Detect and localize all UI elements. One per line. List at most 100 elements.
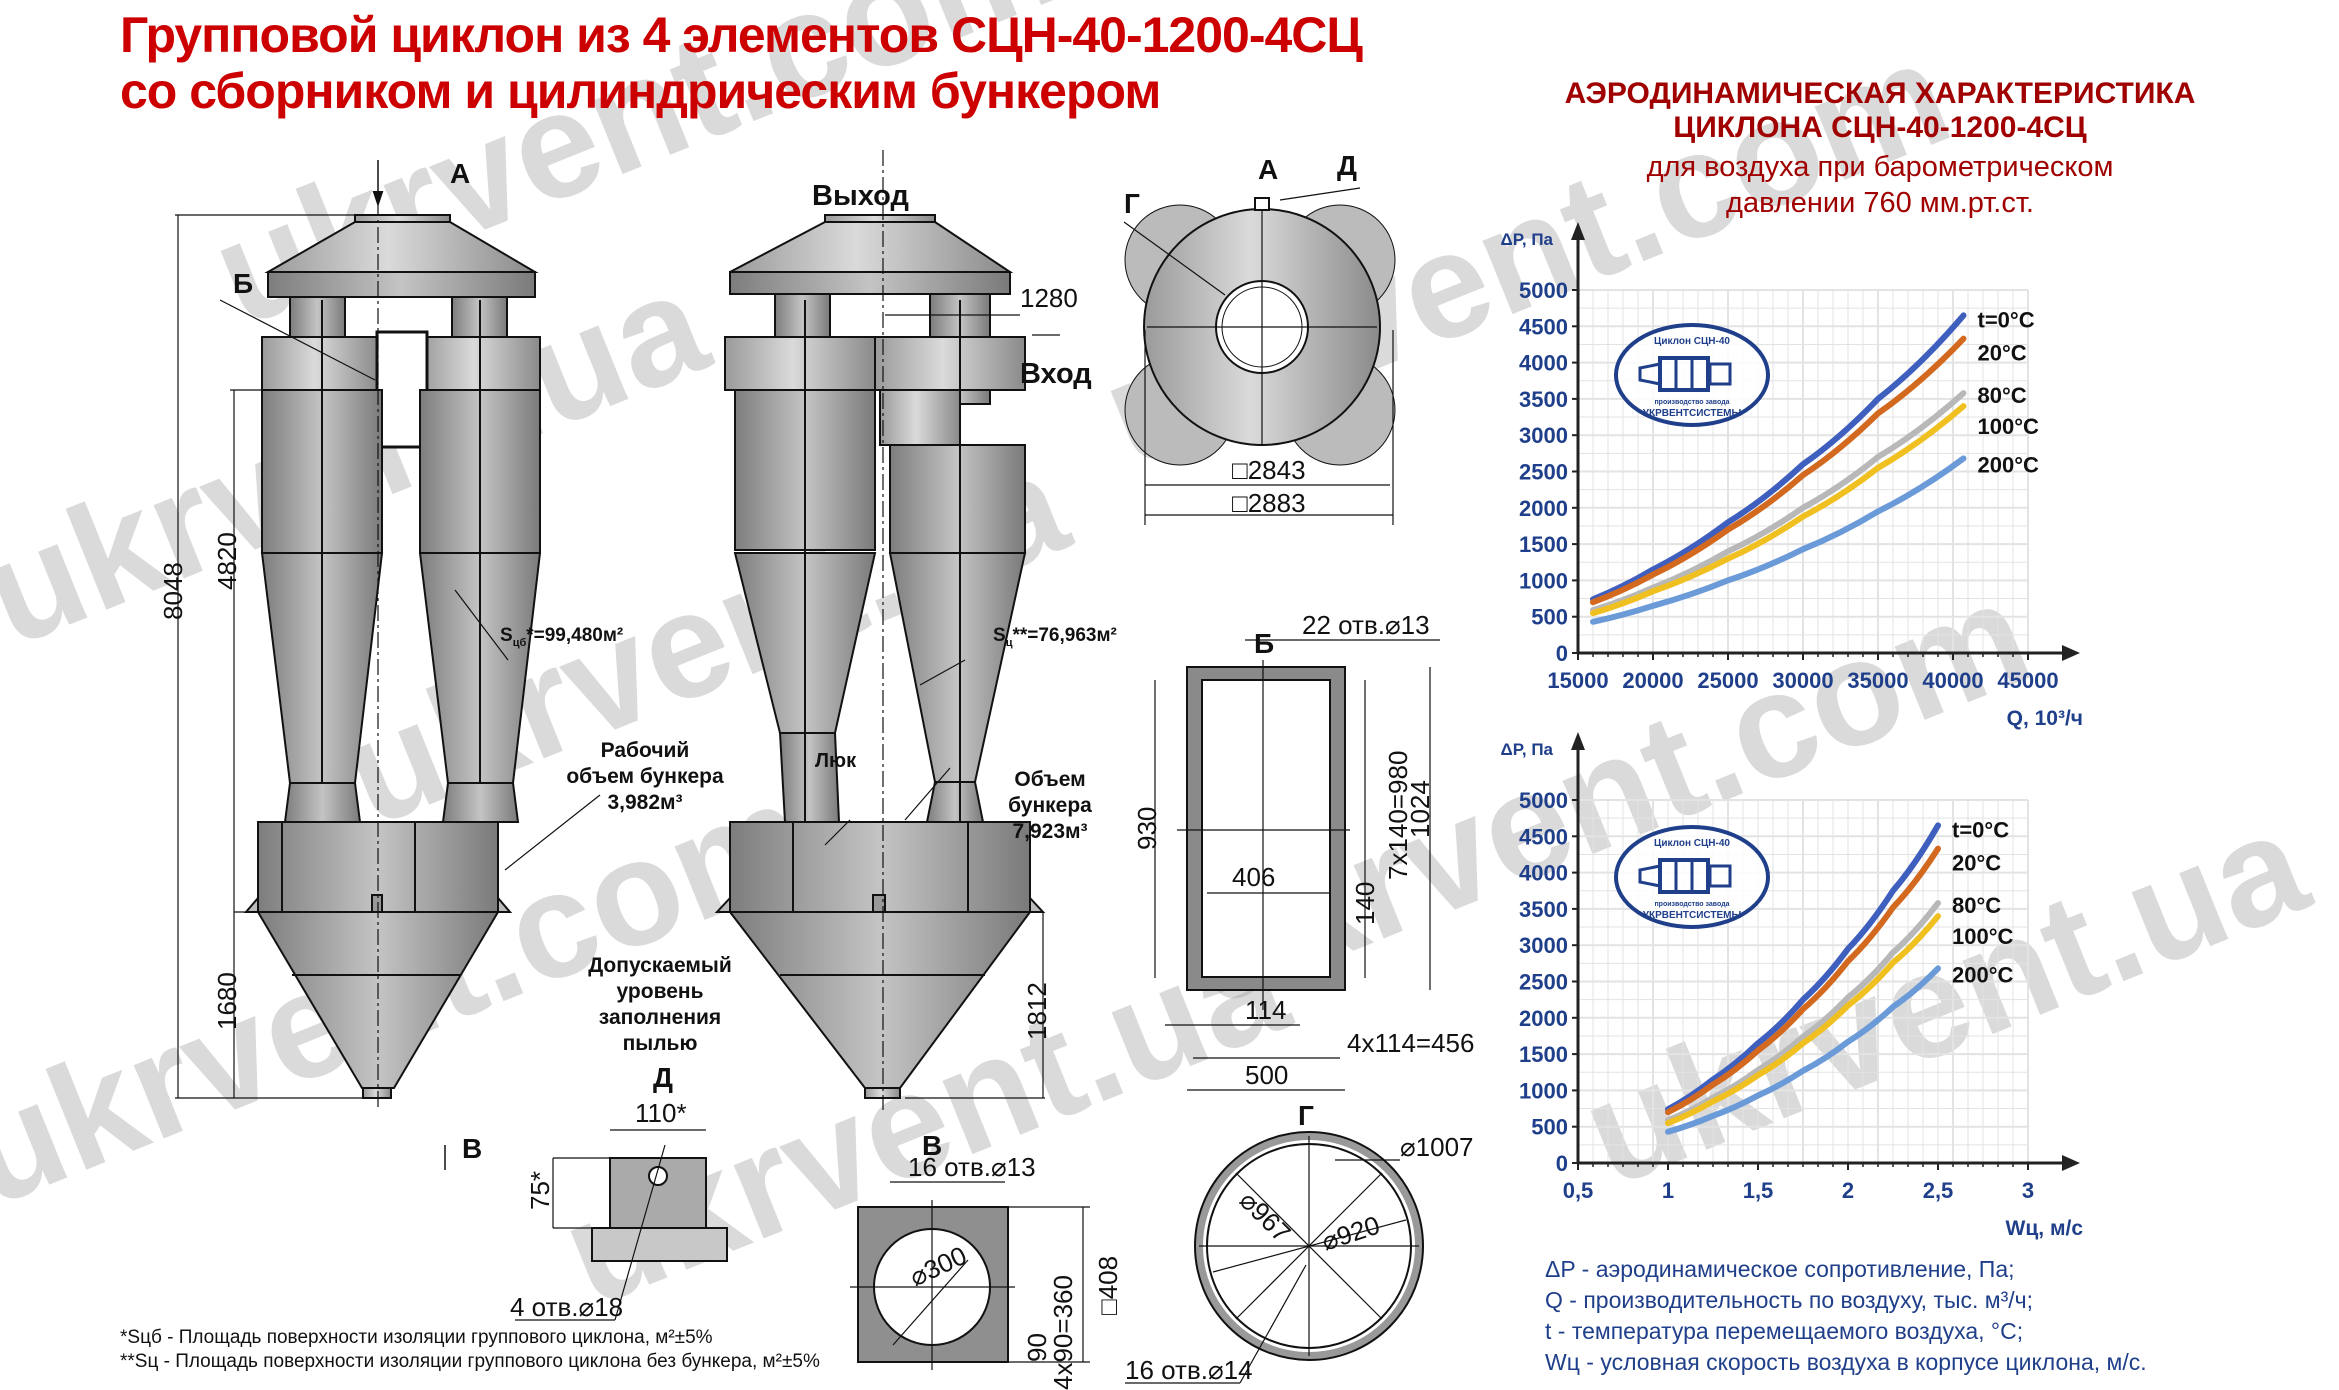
svg-text:1000: 1000 [1519, 568, 1568, 593]
svg-text:500: 500 [1531, 1115, 1568, 1140]
dim-110: 110* [635, 1098, 687, 1128]
svg-text:0: 0 [1556, 1151, 1568, 1176]
svg-text:Wц, м/с: Wц, м/с [2006, 1217, 2084, 1240]
svg-text:3000: 3000 [1519, 423, 1568, 448]
svg-text:4500: 4500 [1519, 824, 1568, 849]
svg-text:2000: 2000 [1519, 496, 1568, 521]
technical-drawing [175, 150, 1440, 1384]
legend-note-dp: ΔP - аэродинамическое сопротивление, Па; [1545, 1256, 2015, 1282]
svg-text:3500: 3500 [1519, 387, 1568, 412]
svg-text:45000: 45000 [1997, 668, 2058, 693]
view-label-v: В [462, 1133, 483, 1164]
svg-text:3500: 3500 [1519, 897, 1568, 922]
top-view-label-d: Д [1337, 150, 1357, 181]
dim-114: 114 [1245, 995, 1287, 1025]
section-v [850, 1181, 1090, 1370]
outlet-label: Выход [812, 180, 909, 212]
logo-stamp: Циклон СЦН-40 производство завода УКРВЕН… [1614, 323, 1770, 427]
svg-text:2: 2 [1842, 1178, 1854, 1203]
work-volume-note: Рабочий объем бункера 3,982м³ [566, 739, 724, 814]
insulation-area-total: Sцб*=99,480м² [500, 625, 624, 649]
section-g-label: Г [1298, 1100, 1314, 1131]
svg-text:20000: 20000 [1622, 668, 1683, 693]
legend-note-w: Wц - условная скорость воздуха в корпусе… [1545, 1349, 2147, 1375]
svg-text:200°C: 200°C [1978, 452, 2040, 477]
svg-text:ΔP, Па: ΔP, Па [1501, 740, 1554, 759]
svg-text:2,5: 2,5 [1923, 1178, 1954, 1203]
top-view [1123, 187, 1396, 525]
section-v-holes: 16 отв.⌀13 [908, 1152, 1036, 1182]
svg-text:4500: 4500 [1519, 314, 1568, 339]
svg-text:25000: 25000 [1697, 668, 1758, 693]
svg-text:Циклон СЦН-40: Циклон СЦН-40 [1654, 838, 1730, 849]
allowed-level-note: Допускаемый уровень заполнения пылью [588, 954, 732, 1055]
section-b-holes: 22 отв.⌀13 [1302, 610, 1430, 640]
svg-text:40000: 40000 [1922, 668, 1983, 693]
dim-1007: ⌀1007 [1400, 1132, 1474, 1162]
dim-2843: □2843 [1232, 455, 1306, 485]
bunker-volume-note: Объем бункера 7,923м³ [1008, 768, 1092, 843]
chart-subtitle-line1: для воздуха при барометрическом [1646, 151, 2114, 183]
chart-title-line2: ЦИКЛОНА СЦН-40-1200-4СЦ [1673, 111, 2087, 144]
chart-title-line1: АЭРОДИНАМИЧЕСКАЯ ХАРАКТЕРИСТИКА [1564, 77, 2196, 110]
dim-body-height: 4820 [212, 532, 242, 590]
section-b-label: Б [1254, 628, 1275, 659]
legend-note-q: Q - производительность по воздуху, тыс. … [1545, 1287, 2034, 1313]
svg-text:4000: 4000 [1519, 861, 1568, 886]
svg-text:2500: 2500 [1519, 460, 1568, 485]
section-d-label: Д [653, 1062, 673, 1093]
svg-text:500: 500 [1531, 605, 1568, 630]
svg-text:35000: 35000 [1847, 668, 1908, 693]
svg-text:1,5: 1,5 [1743, 1178, 1774, 1203]
side-view [714, 150, 1060, 1110]
hatch-label: Люк [815, 750, 857, 772]
chart-subtitle-line2: давлении 760 мм.рт.ст. [1726, 187, 2034, 219]
dim-75: 75* [525, 1170, 555, 1210]
svg-text:ΔP, Па: ΔP, Па [1501, 230, 1554, 249]
section-b [1154, 639, 1440, 1091]
svg-text:УКРВЕНТСИСТЕМЫ: УКРВЕНТСИСТЕМЫ [1643, 408, 1742, 419]
svg-text:5000: 5000 [1519, 788, 1568, 813]
svg-text:100°C: 100°C [1978, 414, 2040, 439]
svg-text:t=0°C: t=0°C [1952, 817, 2009, 842]
page-title-line2: со сборником и цилиндрическим бункером [120, 63, 1161, 119]
svg-text:3000: 3000 [1519, 933, 1568, 958]
dim-500: 500 [1245, 1060, 1289, 1090]
section-d-holes: 4 отв.⌀18 [510, 1292, 624, 1322]
svg-text:t=0°C: t=0°C [1978, 307, 2035, 332]
view-label-b: Б [233, 268, 254, 299]
dim-1024: 1024 [1405, 780, 1435, 838]
insulation-area-no-bunker: Sц**=76,963м² [993, 625, 1117, 649]
dim-2883: □2883 [1232, 488, 1306, 518]
page-title-line1: Групповой циклон из 4 элементов СЦН-40-1… [120, 7, 1363, 63]
svg-text:1000: 1000 [1519, 1078, 1568, 1103]
svg-text:1500: 1500 [1519, 532, 1568, 557]
svg-text:4000: 4000 [1519, 351, 1568, 376]
svg-text:Циклон СЦН-40: Циклон СЦН-40 [1654, 336, 1730, 347]
section-g [1125, 1131, 1424, 1384]
svg-text:2500: 2500 [1519, 970, 1568, 995]
svg-text:20°C: 20°C [1978, 341, 2027, 366]
svg-text:1: 1 [1662, 1178, 1674, 1203]
svg-text:80°C: 80°C [1978, 383, 2027, 408]
dim-140: 140 [1350, 881, 1380, 925]
section-v-label: В [922, 1130, 943, 1161]
svg-text:200°C: 200°C [1952, 962, 2014, 987]
svg-text:0: 0 [1556, 641, 1568, 666]
svg-text:80°C: 80°C [1952, 893, 2001, 918]
svg-text:1500: 1500 [1519, 1042, 1568, 1067]
legend-notes: ΔP - аэродинамическое сопротивление, Па;… [1545, 1254, 2147, 1378]
chart-q: 0500100015002000250030003500400045005000… [1501, 222, 2083, 730]
svg-text:20°C: 20°C [1952, 851, 2001, 876]
section-g-holes: 16 отв.⌀14 [1125, 1355, 1253, 1385]
dim-90: 90 [1022, 1333, 1052, 1362]
logo-stamp: Циклон СЦН-40 производство завода УКРВЕН… [1614, 825, 1770, 929]
front-view [175, 160, 601, 1170]
dim-406: 406 [1232, 862, 1276, 892]
footnote-1: *Sцб - Площадь поверхности изоляции груп… [120, 1327, 713, 1348]
dim-total-height: 8048 [158, 562, 188, 620]
dim-456: 4x114=456 [1347, 1028, 1475, 1058]
chart-w: 0500100015002000250030003500400045005000… [1501, 732, 2084, 1240]
svg-text:0,5: 0,5 [1563, 1178, 1594, 1203]
top-view-label-g: Г [1124, 188, 1140, 219]
